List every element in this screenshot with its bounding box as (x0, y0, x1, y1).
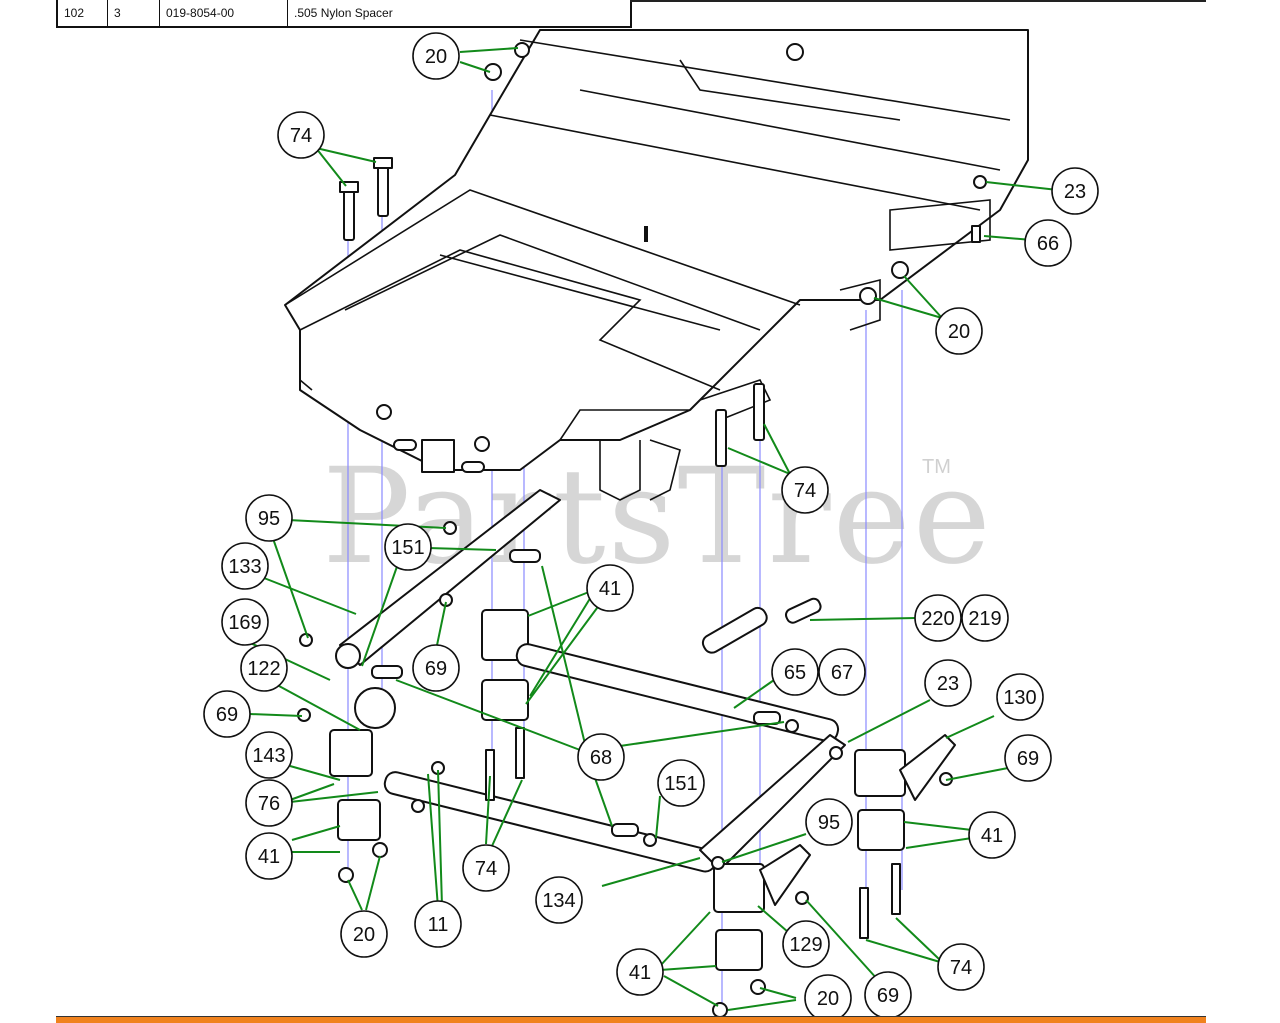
callout: 74 (781, 466, 829, 514)
svg-text:11: 11 (428, 914, 449, 936)
parts-table-row: 102 3 019-8054-00 .505 Nylon Spacer (56, 0, 632, 28)
callout: 67 (818, 648, 866, 696)
svg-text:133: 133 (228, 556, 261, 578)
svg-text:151: 151 (664, 773, 697, 795)
callout: 143 (245, 731, 293, 779)
callout: 74 (937, 943, 985, 991)
callout: 151 (657, 759, 705, 807)
svg-text:95: 95 (818, 812, 840, 834)
callout: 219 (961, 594, 1009, 642)
callout: 133 (221, 542, 269, 590)
callout: 76 (245, 779, 293, 827)
callout: 122 (240, 644, 288, 692)
svg-text:69: 69 (877, 985, 899, 1007)
bolts-upper (339, 42, 987, 467)
callout: 23 (1051, 167, 1099, 215)
svg-text:69: 69 (1017, 748, 1039, 770)
callout: 129 (782, 920, 830, 968)
ref-cell: 102 (58, 0, 108, 26)
svg-text:122: 122 (247, 658, 280, 680)
svg-text:74: 74 (290, 125, 312, 147)
callout: 20 (340, 910, 388, 958)
callout: 134 (535, 876, 583, 924)
svg-text:66: 66 (1037, 233, 1059, 255)
callout: 69 (864, 971, 912, 1019)
callout: 41 (968, 811, 1016, 859)
mower-frame (284, 29, 1029, 501)
qty-cell: 3 (108, 0, 160, 26)
leader-lines (243, 47, 1059, 1011)
svg-text:220: 220 (921, 608, 954, 630)
svg-text:95: 95 (258, 508, 280, 530)
svg-text:23: 23 (937, 673, 959, 695)
svg-text:41: 41 (258, 846, 280, 868)
description-cell: .505 Nylon Spacer (294, 6, 393, 20)
watermark-tm: TM (922, 456, 951, 478)
svg-text:20: 20 (948, 321, 970, 343)
callout: 69 (412, 644, 460, 692)
svg-text:69: 69 (216, 704, 238, 726)
callout: 41 (245, 832, 293, 880)
svg-text:134: 134 (542, 890, 575, 912)
svg-text:74: 74 (475, 858, 497, 880)
callout: 95 (805, 798, 853, 846)
callout: 20 (804, 974, 852, 1022)
lift-linkage (329, 489, 956, 971)
svg-text:68: 68 (590, 747, 612, 769)
callout: 69 (203, 690, 251, 738)
callouts: 20 74 23 66 20 74 95 151 41 133 69 220 2… (203, 32, 1099, 1022)
svg-text:219: 219 (968, 608, 1001, 630)
svg-text:69: 69 (425, 658, 447, 680)
callout: 23 (924, 659, 972, 707)
svg-text:20: 20 (817, 988, 839, 1010)
svg-text:130: 130 (1003, 687, 1036, 709)
callout: 68 (577, 733, 625, 781)
svg-text:76: 76 (258, 793, 280, 815)
svg-text:65: 65 (784, 662, 806, 684)
svg-text:151: 151 (391, 537, 424, 559)
svg-text:74: 74 (950, 957, 972, 979)
callout: 95 (245, 494, 293, 542)
small-hardware (297, 521, 953, 1018)
bottom-bar (56, 1016, 1206, 1023)
callout: 65 (771, 648, 819, 696)
callout: 20 (935, 307, 983, 355)
svg-text:74: 74 (794, 480, 816, 502)
top-rule (630, 0, 1206, 2)
svg-text:41: 41 (629, 962, 651, 984)
svg-text:143: 143 (252, 745, 285, 767)
callout: 74 (462, 844, 510, 892)
svg-text:67: 67 (831, 662, 853, 684)
callout: 151 (384, 523, 432, 571)
svg-text:129: 129 (789, 934, 822, 956)
callout: 41 (616, 948, 664, 996)
svg-text:20: 20 (425, 46, 447, 68)
callout: 220 (914, 594, 962, 642)
svg-text:169: 169 (228, 612, 261, 634)
callout: 169 (221, 598, 269, 646)
svg-text:23: 23 (1064, 181, 1086, 203)
callout: 74 (277, 111, 325, 159)
callout: 41 (586, 564, 634, 612)
callout: 20 (412, 32, 460, 80)
svg-text:41: 41 (599, 578, 621, 600)
callout: 130 (996, 673, 1044, 721)
callout: 66 (1024, 219, 1072, 267)
callout: 11 (414, 900, 462, 948)
svg-text:20: 20 (353, 924, 375, 946)
svg-text:41: 41 (981, 825, 1003, 847)
callout: 69 (1004, 734, 1052, 782)
part-number-cell: 019-8054-00 (160, 0, 288, 26)
